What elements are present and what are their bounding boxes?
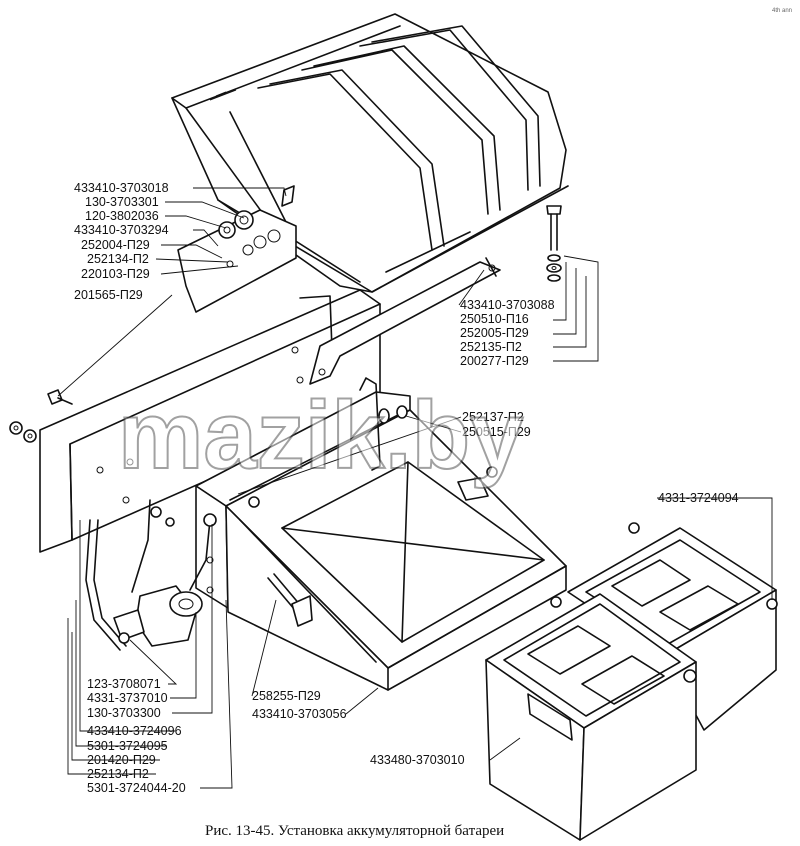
part-labels: 433410-3703018 130-3703301 120-3802036 4… xyxy=(74,181,739,795)
label-252137-p2: 252137-П2 xyxy=(462,410,524,424)
label-120-3802036: 120-3802036 xyxy=(85,209,159,223)
label-5301-3724044-20: 5301-3724044-20 xyxy=(87,781,186,795)
label-250515-p29: 250515-П29 xyxy=(462,425,531,439)
loose-fasteners xyxy=(9,389,73,443)
label-258255-p29: 258255-П29 xyxy=(252,689,321,703)
label-252005-p29: 252005-П29 xyxy=(460,326,529,340)
label-252004-p29: 252004-П29 xyxy=(81,238,150,252)
label-252134-p2-top: 252134-П2 xyxy=(87,252,149,266)
bolt-and-washers xyxy=(546,205,562,282)
leader-lines xyxy=(57,187,773,789)
label-4331-3737010: 4331-3737010 xyxy=(87,691,168,705)
label-130-3703301: 130-3703301 xyxy=(85,195,159,209)
battery-front xyxy=(485,593,697,841)
label-433410-3703294: 433410-3703294 xyxy=(74,223,169,237)
label-130-3703300: 130-3703300 xyxy=(87,706,161,720)
label-433480-3703010: 433480-3703010 xyxy=(370,753,465,767)
label-250510-p16: 250510-П16 xyxy=(460,312,529,326)
mounting-strap xyxy=(309,257,501,385)
label-433410-3703056: 433410-3703056 xyxy=(252,707,347,721)
label-433410-3703018: 433410-3703018 xyxy=(74,181,169,195)
corner-mark: 4th ann xyxy=(772,8,792,14)
side-bracket xyxy=(177,185,297,313)
battery-switch-assembly xyxy=(85,499,217,651)
label-200277-p29: 200277-П29 xyxy=(460,354,529,368)
label-220103-p29: 220103-П29 xyxy=(81,267,150,281)
label-123-3708071: 123-3708071 xyxy=(87,677,161,691)
label-433410-3703088: 433410-3703088 xyxy=(460,298,555,312)
tie-rod xyxy=(267,573,313,627)
label-252135-p2: 252135-П2 xyxy=(460,340,522,354)
watermark: mazik.by xyxy=(118,382,524,489)
figure-caption: Рис. 13-45. Установка аккумуляторной бат… xyxy=(205,823,504,839)
label-201565-p29: 201565-П29 xyxy=(74,288,143,302)
